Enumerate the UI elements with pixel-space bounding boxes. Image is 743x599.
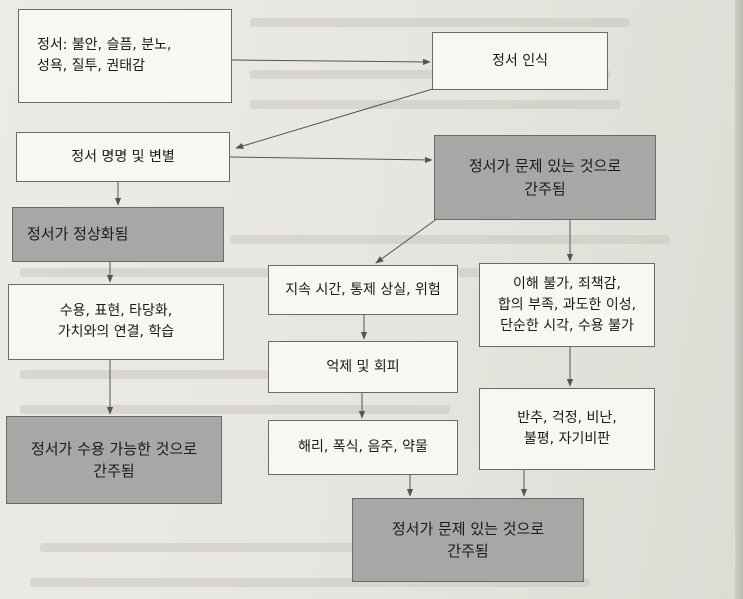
acceptable-label: 정서가 수용 가능한 것으로 간주됨 <box>30 439 198 481</box>
background-text-line <box>30 578 590 587</box>
background-text-line <box>40 543 580 552</box>
arrow-recognition-to-naming <box>235 87 437 149</box>
background-text-line <box>20 370 450 379</box>
normalized-label: 정서가 정상화됨 <box>27 225 129 244</box>
recognition-box: 정서 인식 <box>432 32 608 90</box>
acceptance-box: 수용, 표현, 타당화, 가치와의 연결, 학습 <box>8 284 224 360</box>
dissociation-box: 해리, 폭식, 음주, 약물 <box>268 420 458 475</box>
problem-box-top: 정서가 문제 있는 것으로 간주됨 <box>434 135 656 220</box>
arrow-naming-to-problem <box>229 156 433 164</box>
problem-top-label: 정서가 문제 있는 것으로 간주됨 <box>468 157 622 198</box>
book-spine-shadow <box>735 0 743 599</box>
rumination-label: 반추, 걱정, 비난, 불평, 자기비판 <box>517 410 617 447</box>
background-text-line <box>250 70 610 79</box>
dissociation-label: 해리, 폭식, 음주, 약물 <box>298 439 428 455</box>
recognition-label: 정서 인식 <box>492 52 548 69</box>
misunderstanding-box: 이해 불가, 죄책감, 합의 부족, 과도한 이성, 단순한 시각, 수용 불가 <box>479 263 655 347</box>
problem-bottom-label: 정서가 문제 있는 것으로 간주됨 <box>391 519 545 561</box>
normalized-box: 정서가 정상화됨 <box>12 207 224 262</box>
background-text-line <box>250 100 620 109</box>
emotions-label: 정서: 불안, 슬픔, 분노, 성욕, 질투, 권태감 <box>37 37 172 74</box>
rumination-box: 반추, 걱정, 비난, 불평, 자기비판 <box>479 388 655 470</box>
duration-label: 지속 시간, 통제 상실, 위험 <box>285 281 441 298</box>
suppression-box: 억제 및 회피 <box>268 341 458 393</box>
acceptance-label: 수용, 표현, 타당화, 가치와의 연결, 학습 <box>57 303 175 340</box>
arrow-emotions-to-recognition <box>231 58 431 66</box>
background-text-line <box>20 405 450 414</box>
background-text-line <box>250 18 630 27</box>
naming-box: 정서 명명 및 변별 <box>16 132 230 182</box>
acceptable-box: 정서가 수용 가능한 것으로 간주됨 <box>6 416 222 504</box>
duration-box: 지속 시간, 통제 상실, 위험 <box>268 265 458 315</box>
misunderstanding-label: 이해 불가, 죄책감, 합의 부족, 과도한 이성, 단순한 시각, 수용 불가 <box>497 275 637 334</box>
emotions-box: 정서: 불안, 슬픔, 분노, 성욕, 질투, 권태감 <box>18 9 232 103</box>
naming-label: 정서 명명 및 변별 <box>71 148 175 165</box>
suppression-label: 억제 및 회피 <box>326 358 400 375</box>
arrow-problem-to-duration <box>375 217 439 264</box>
problem-box-bottom: 정서가 문제 있는 것으로 간주됨 <box>352 498 584 582</box>
background-text-line <box>230 235 670 244</box>
